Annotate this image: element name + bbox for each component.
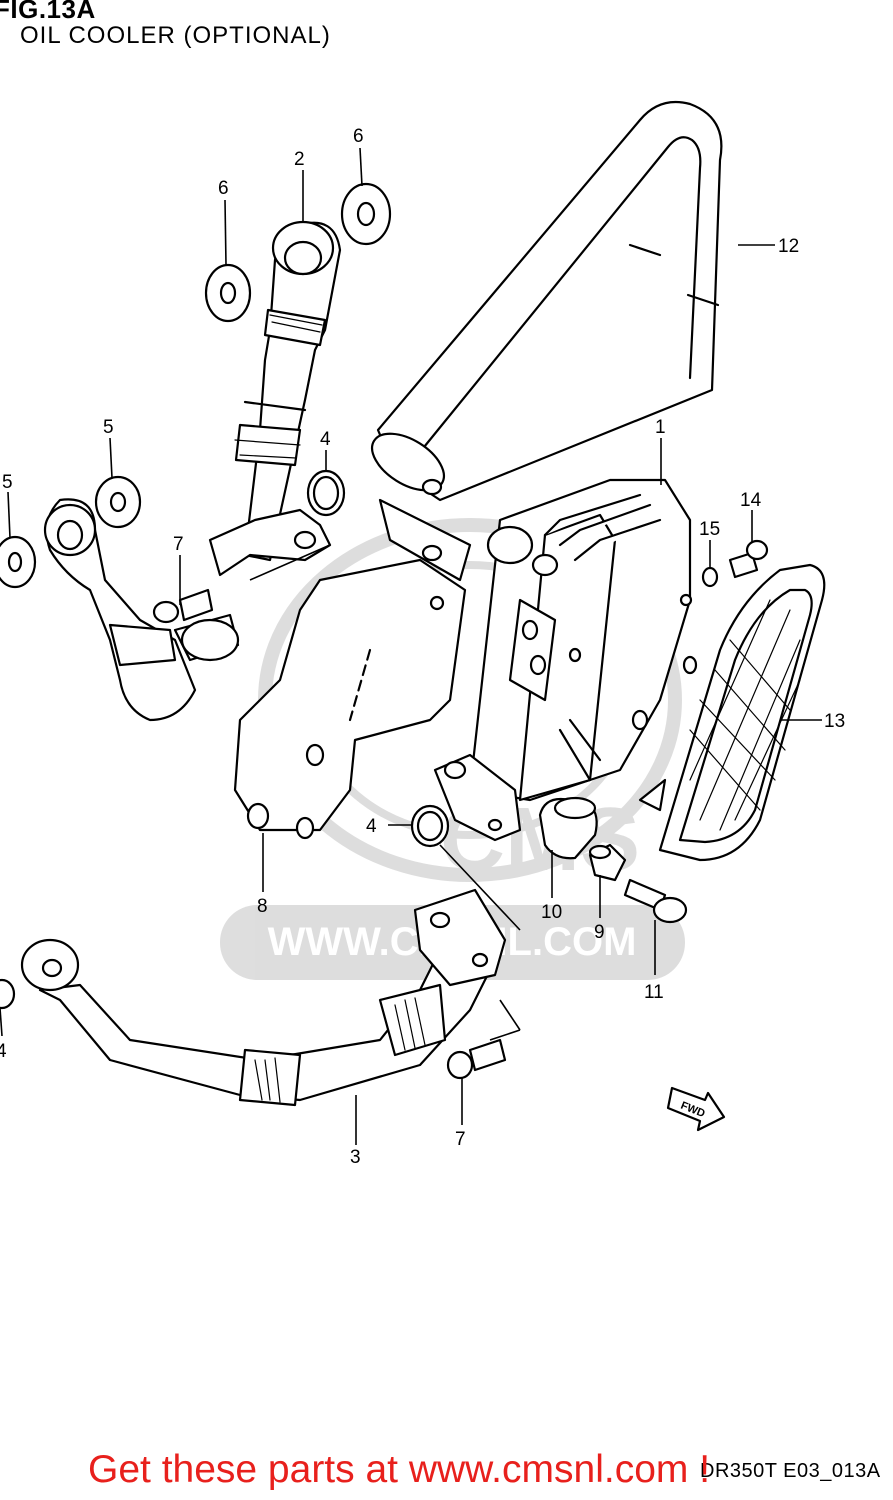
callout-6-upper: 6	[353, 126, 364, 147]
callout-7-upper: 7	[173, 534, 184, 555]
callout-4-middle: 4	[366, 816, 377, 837]
fwd-direction-arrow	[666, 1086, 726, 1132]
part-11-bolt	[623, 878, 688, 924]
callout-7-lower: 7	[455, 1129, 466, 1150]
callout-12: 12	[778, 236, 799, 257]
part-8-bracket	[233, 498, 472, 840]
figure-label: FIG.13A	[0, 0, 96, 24]
drawing-code: DR350T E03_013A	[700, 1460, 881, 1482]
part-9-collar	[588, 843, 627, 882]
get-parts-link[interactable]: Get these parts at www.cmsnl.com !	[88, 1448, 711, 1491]
part-7-bolt-lower	[446, 1038, 507, 1080]
callout-14: 14	[740, 490, 762, 511]
callout-8: 8	[257, 896, 268, 917]
callout-4-upper: 4	[320, 429, 331, 450]
figure-title: OIL COOLER (OPTIONAL)	[20, 22, 331, 49]
part-15-washer	[701, 566, 719, 588]
part-4-o-ring-left	[0, 978, 16, 1010]
callout-15: 15	[699, 519, 720, 540]
callout-3: 3	[350, 1147, 361, 1168]
callout-2: 2	[294, 149, 305, 170]
part-7-bolt-upper	[152, 588, 214, 624]
callout-9: 9	[594, 922, 605, 943]
callout-4-left: 4	[0, 1041, 7, 1062]
part-12-oil-pipe	[371, 100, 723, 502]
callout-5-left: 5	[2, 472, 13, 493]
part-1-oil-cooler	[468, 478, 698, 812]
callout-13: 13	[824, 711, 845, 732]
part-13-cover	[658, 563, 826, 862]
part-10-grommet	[538, 796, 598, 860]
leader-lines	[0, 147, 822, 1145]
hose-left-with-banjo	[43, 498, 240, 722]
part-3-lower-hose	[20, 888, 507, 1107]
part-14-bolt	[728, 539, 769, 579]
callout-11: 11	[644, 982, 664, 1003]
callout-6-lower: 6	[218, 178, 229, 199]
lower-fitting	[433, 753, 522, 842]
callout-1: 1	[655, 417, 666, 438]
callout-5-upper: 5	[103, 417, 114, 438]
callout-10: 10	[541, 902, 562, 923]
